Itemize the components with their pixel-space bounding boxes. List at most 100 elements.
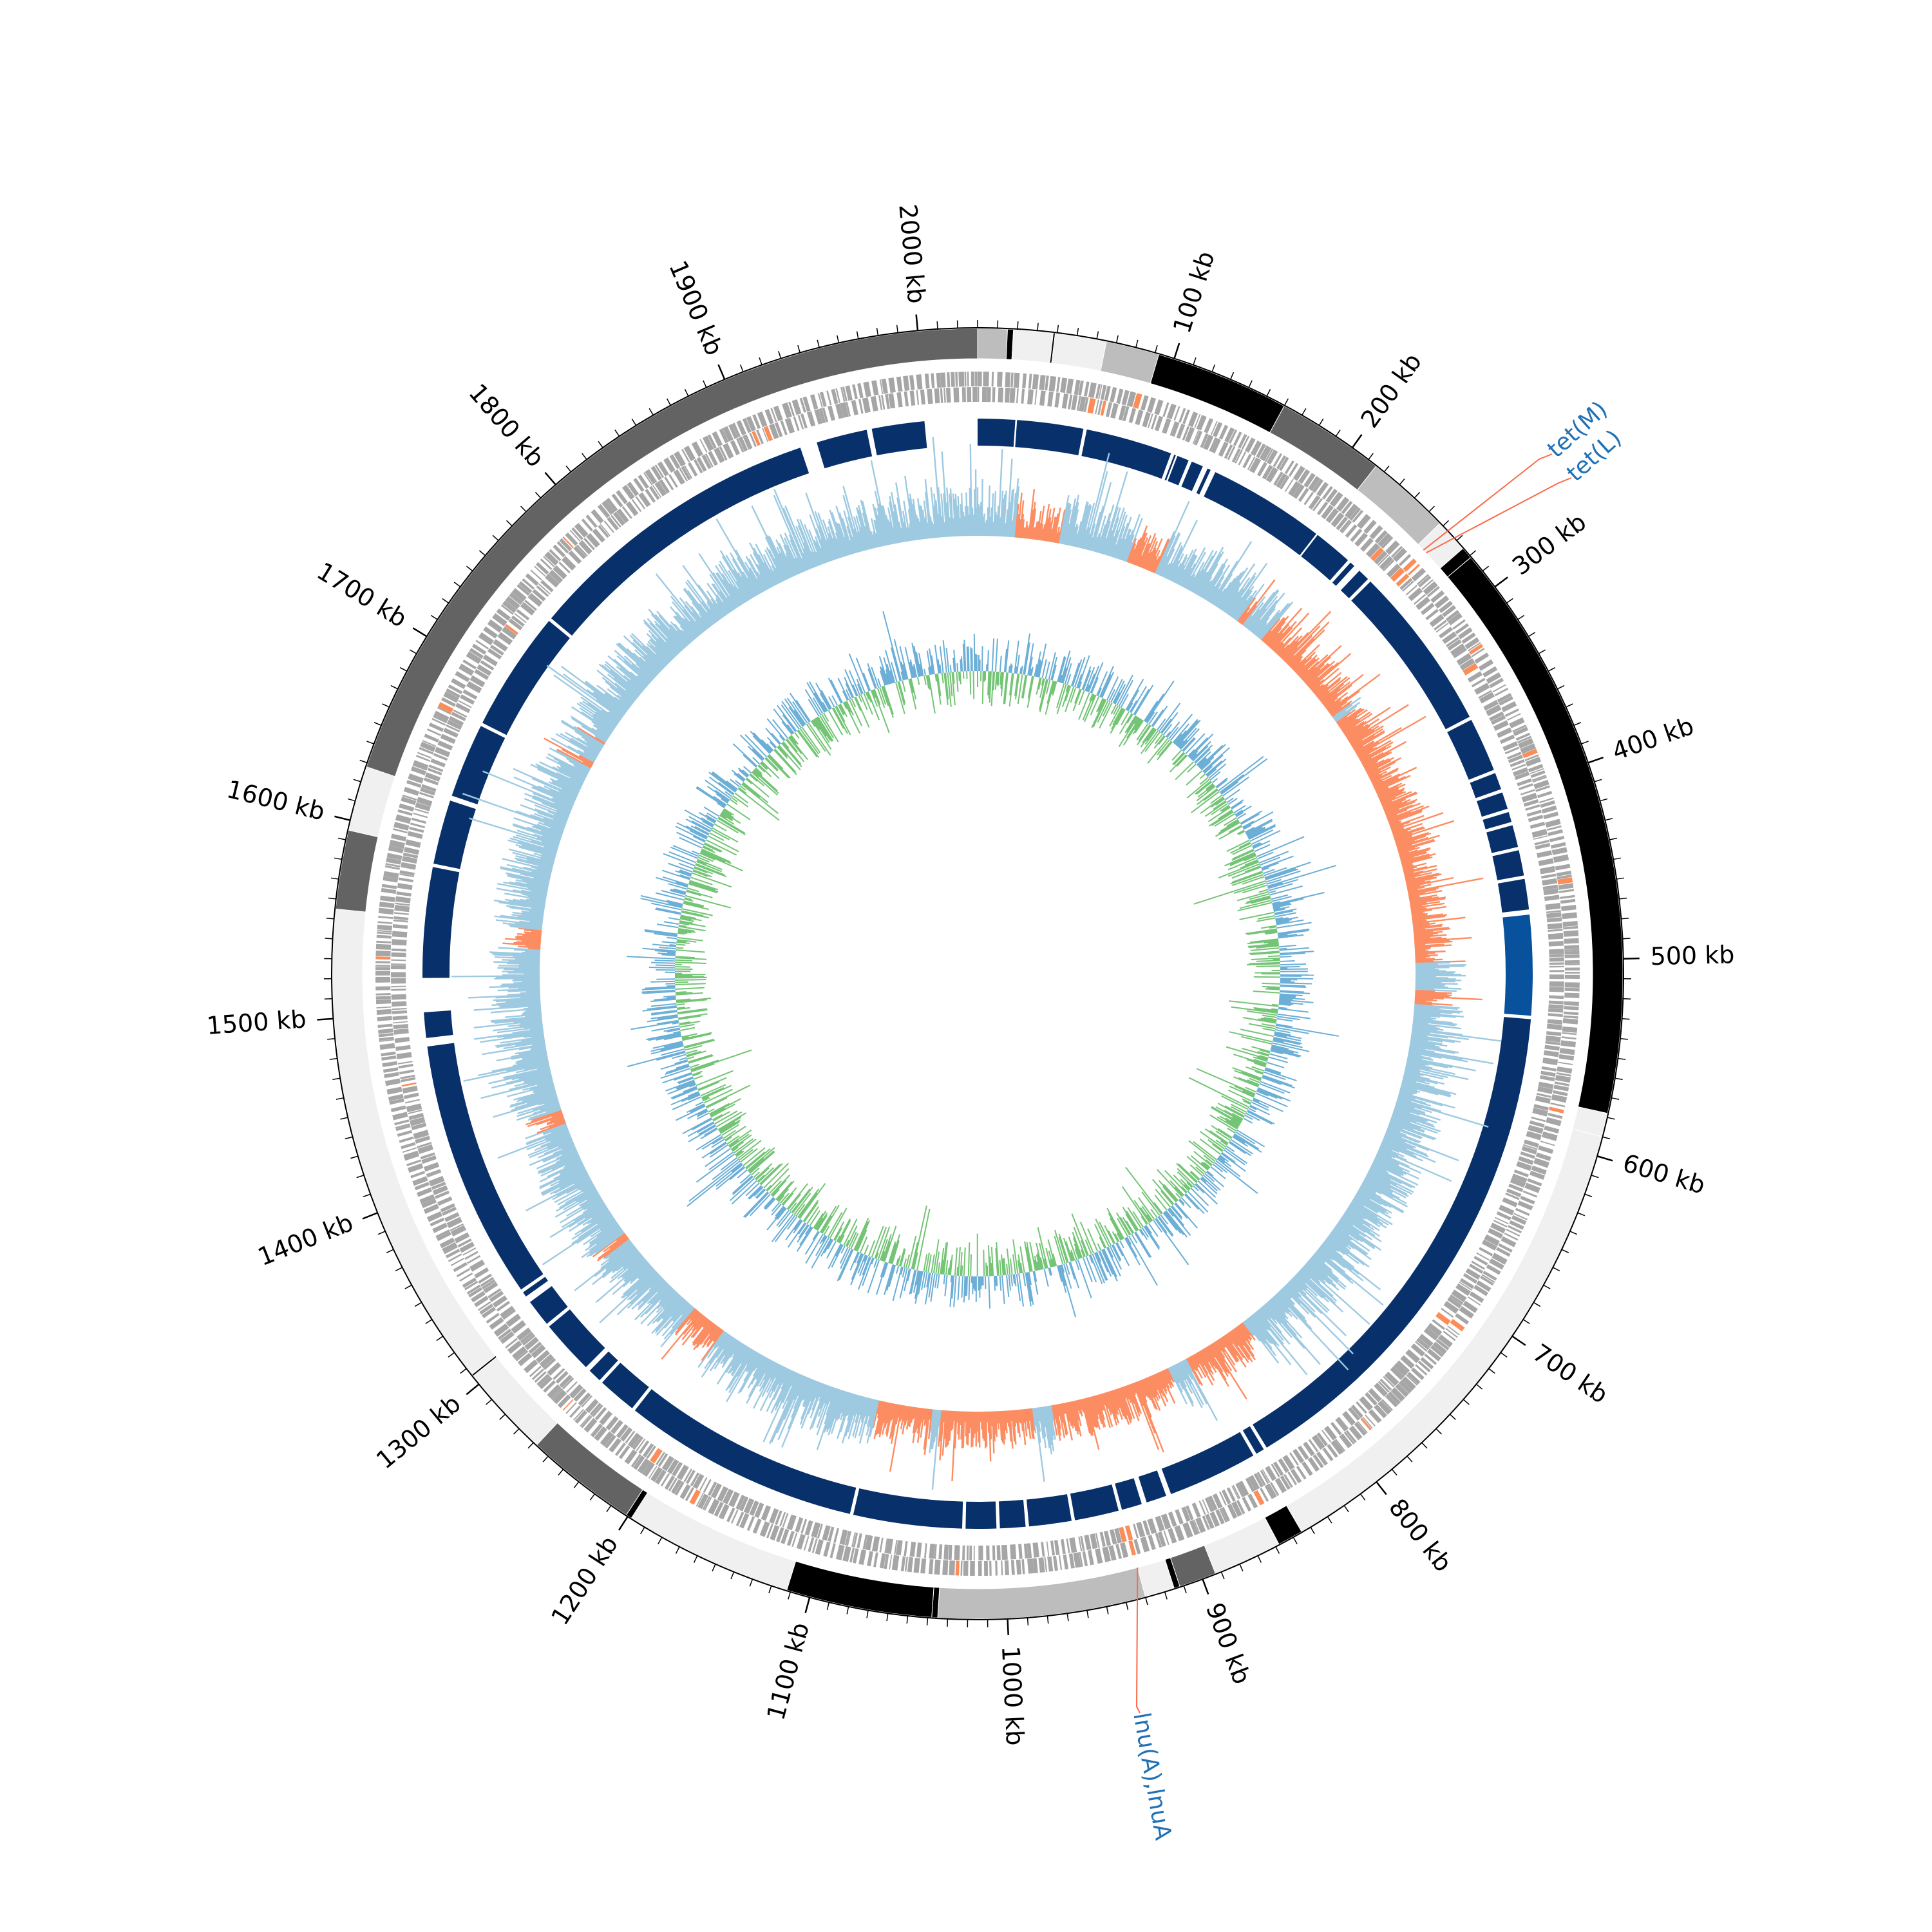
gc-skew-positive-bar	[1249, 596, 1278, 632]
gc-skew-positive-bar	[1385, 1132, 1430, 1151]
cds-forward	[493, 1323, 509, 1337]
gc-skew-negative-bar	[1415, 958, 1435, 960]
gc-skew-positive-bar	[1352, 1198, 1365, 1207]
cds-forward	[1095, 384, 1101, 399]
cds-forward	[1525, 757, 1541, 767]
cds-reverse	[578, 1392, 591, 1406]
gc-skew-negative-bar	[1409, 896, 1433, 902]
gc-skew-positive-bar	[1202, 563, 1224, 599]
gc-skew-positive-bar	[1177, 548, 1197, 585]
cds-forward	[1507, 1225, 1522, 1234]
tick-minor	[936, 321, 938, 329]
cds-forward	[916, 374, 923, 390]
cds-reverse	[1335, 1416, 1349, 1432]
cds-forward	[770, 408, 777, 422]
tick-minor	[350, 1155, 359, 1159]
cds-reverse	[553, 565, 567, 580]
cds-reverse	[599, 1410, 613, 1426]
cds-reverse	[524, 1336, 539, 1350]
cds-forward	[1210, 421, 1218, 435]
gc-skew-positive-bar	[1380, 1144, 1393, 1151]
gc-skew-negative-bar	[1412, 924, 1430, 928]
gc-skew-positive-bar	[1335, 711, 1350, 723]
gc-skew-positive-bar	[1369, 1167, 1402, 1184]
gc-skew-negative-bar	[1276, 627, 1303, 655]
gc-skew-positive-bar	[1399, 1088, 1417, 1095]
cds-forward	[399, 803, 415, 812]
gc-skew-positive-bar	[1089, 511, 1101, 551]
cds-forward	[1398, 1380, 1412, 1394]
gc-skew-negative-bar	[1408, 887, 1439, 895]
cds-reverse	[833, 1528, 840, 1543]
cds-forward	[1325, 488, 1338, 503]
gc-skew-positive-bar	[1289, 1280, 1347, 1336]
cds-forward	[924, 374, 930, 389]
cds-forward	[1266, 450, 1278, 465]
gc-content-high-bar	[1277, 1013, 1311, 1019]
cds-forward	[1524, 754, 1539, 762]
gc-skew-positive-bar	[1264, 1303, 1282, 1324]
gc-skew-negative-bar	[1404, 870, 1424, 876]
gc-skew-positive-bar	[1123, 534, 1135, 562]
gc-skew-negative-bar	[1305, 663, 1329, 685]
gc-content-high-bar	[1280, 991, 1310, 994]
cds-reverse	[1211, 438, 1221, 453]
cds-forward	[403, 1150, 420, 1161]
cds-reverse	[934, 388, 940, 404]
gc-skew-negative-bar	[1133, 533, 1148, 565]
gc-skew-positive-bar	[1103, 506, 1119, 555]
gc-skew-positive-bar	[1332, 704, 1353, 719]
gc-skew-positive-bar	[1104, 530, 1113, 555]
cds-reverse	[1439, 627, 1454, 639]
cds-reverse	[938, 1544, 943, 1560]
tick-minor	[582, 453, 587, 460]
cds-forward	[1005, 372, 1011, 388]
cds-reverse	[1416, 596, 1431, 611]
cds-reverse	[1155, 1515, 1165, 1532]
tick-label-1800kb: 1800 kb	[463, 378, 550, 472]
gc-skew-negative-bar	[1139, 544, 1150, 567]
cds-forward	[1148, 1535, 1156, 1550]
gc-skew-positive-bar	[1164, 542, 1182, 578]
cds-reverse	[528, 1341, 542, 1354]
cds-reverse	[967, 387, 972, 402]
gc-skew-positive-bar	[1155, 501, 1190, 574]
cds-forward	[426, 728, 442, 736]
gc-content-low-bar	[1256, 960, 1280, 962]
tick-minor	[492, 535, 499, 541]
cds-forward	[1563, 930, 1579, 937]
gc-skew-negative-bar	[1387, 805, 1424, 820]
cds-reverse	[502, 1309, 516, 1320]
gc-skew-positive-bar	[1304, 1264, 1326, 1284]
cds-reverse	[393, 1023, 408, 1030]
gc-skew-negative-bar	[1196, 1352, 1206, 1367]
cds-reverse	[1110, 402, 1119, 419]
gc-skew-positive-bar	[1257, 612, 1280, 638]
gc-skew-positive-bar	[1071, 524, 1078, 547]
cds-forward	[1284, 460, 1294, 475]
cds-reverse	[402, 1085, 418, 1094]
cds-forward	[1556, 870, 1572, 876]
cds-forward	[1474, 652, 1490, 664]
cds-forward	[377, 931, 392, 935]
gc-skew-positive-bar	[1196, 553, 1222, 596]
gc-skew-positive-bar	[1235, 590, 1257, 620]
cds-forward	[414, 1182, 430, 1191]
cds-forward	[1406, 1374, 1418, 1386]
gc-skew-positive-bar	[1408, 1048, 1494, 1065]
cds-reverse	[1549, 987, 1564, 992]
gc-skew-positive-bar	[1099, 520, 1111, 554]
gc-skew-positive-bar	[1371, 1164, 1389, 1174]
tick-minor	[1552, 1267, 1560, 1272]
gc-skew-negative-bar	[1412, 919, 1426, 922]
gc-skew-negative-bar	[1331, 700, 1352, 717]
gc-skew-negative-bar	[1401, 855, 1430, 865]
cds-reverse	[920, 389, 925, 405]
cds-reverse	[625, 1430, 636, 1444]
cds-forward	[437, 706, 451, 715]
cds-forward	[1538, 1145, 1554, 1154]
cds-reverse	[1508, 754, 1524, 764]
cds-forward	[456, 1268, 471, 1278]
cds-forward	[1121, 390, 1130, 406]
cds-forward	[1116, 388, 1124, 404]
